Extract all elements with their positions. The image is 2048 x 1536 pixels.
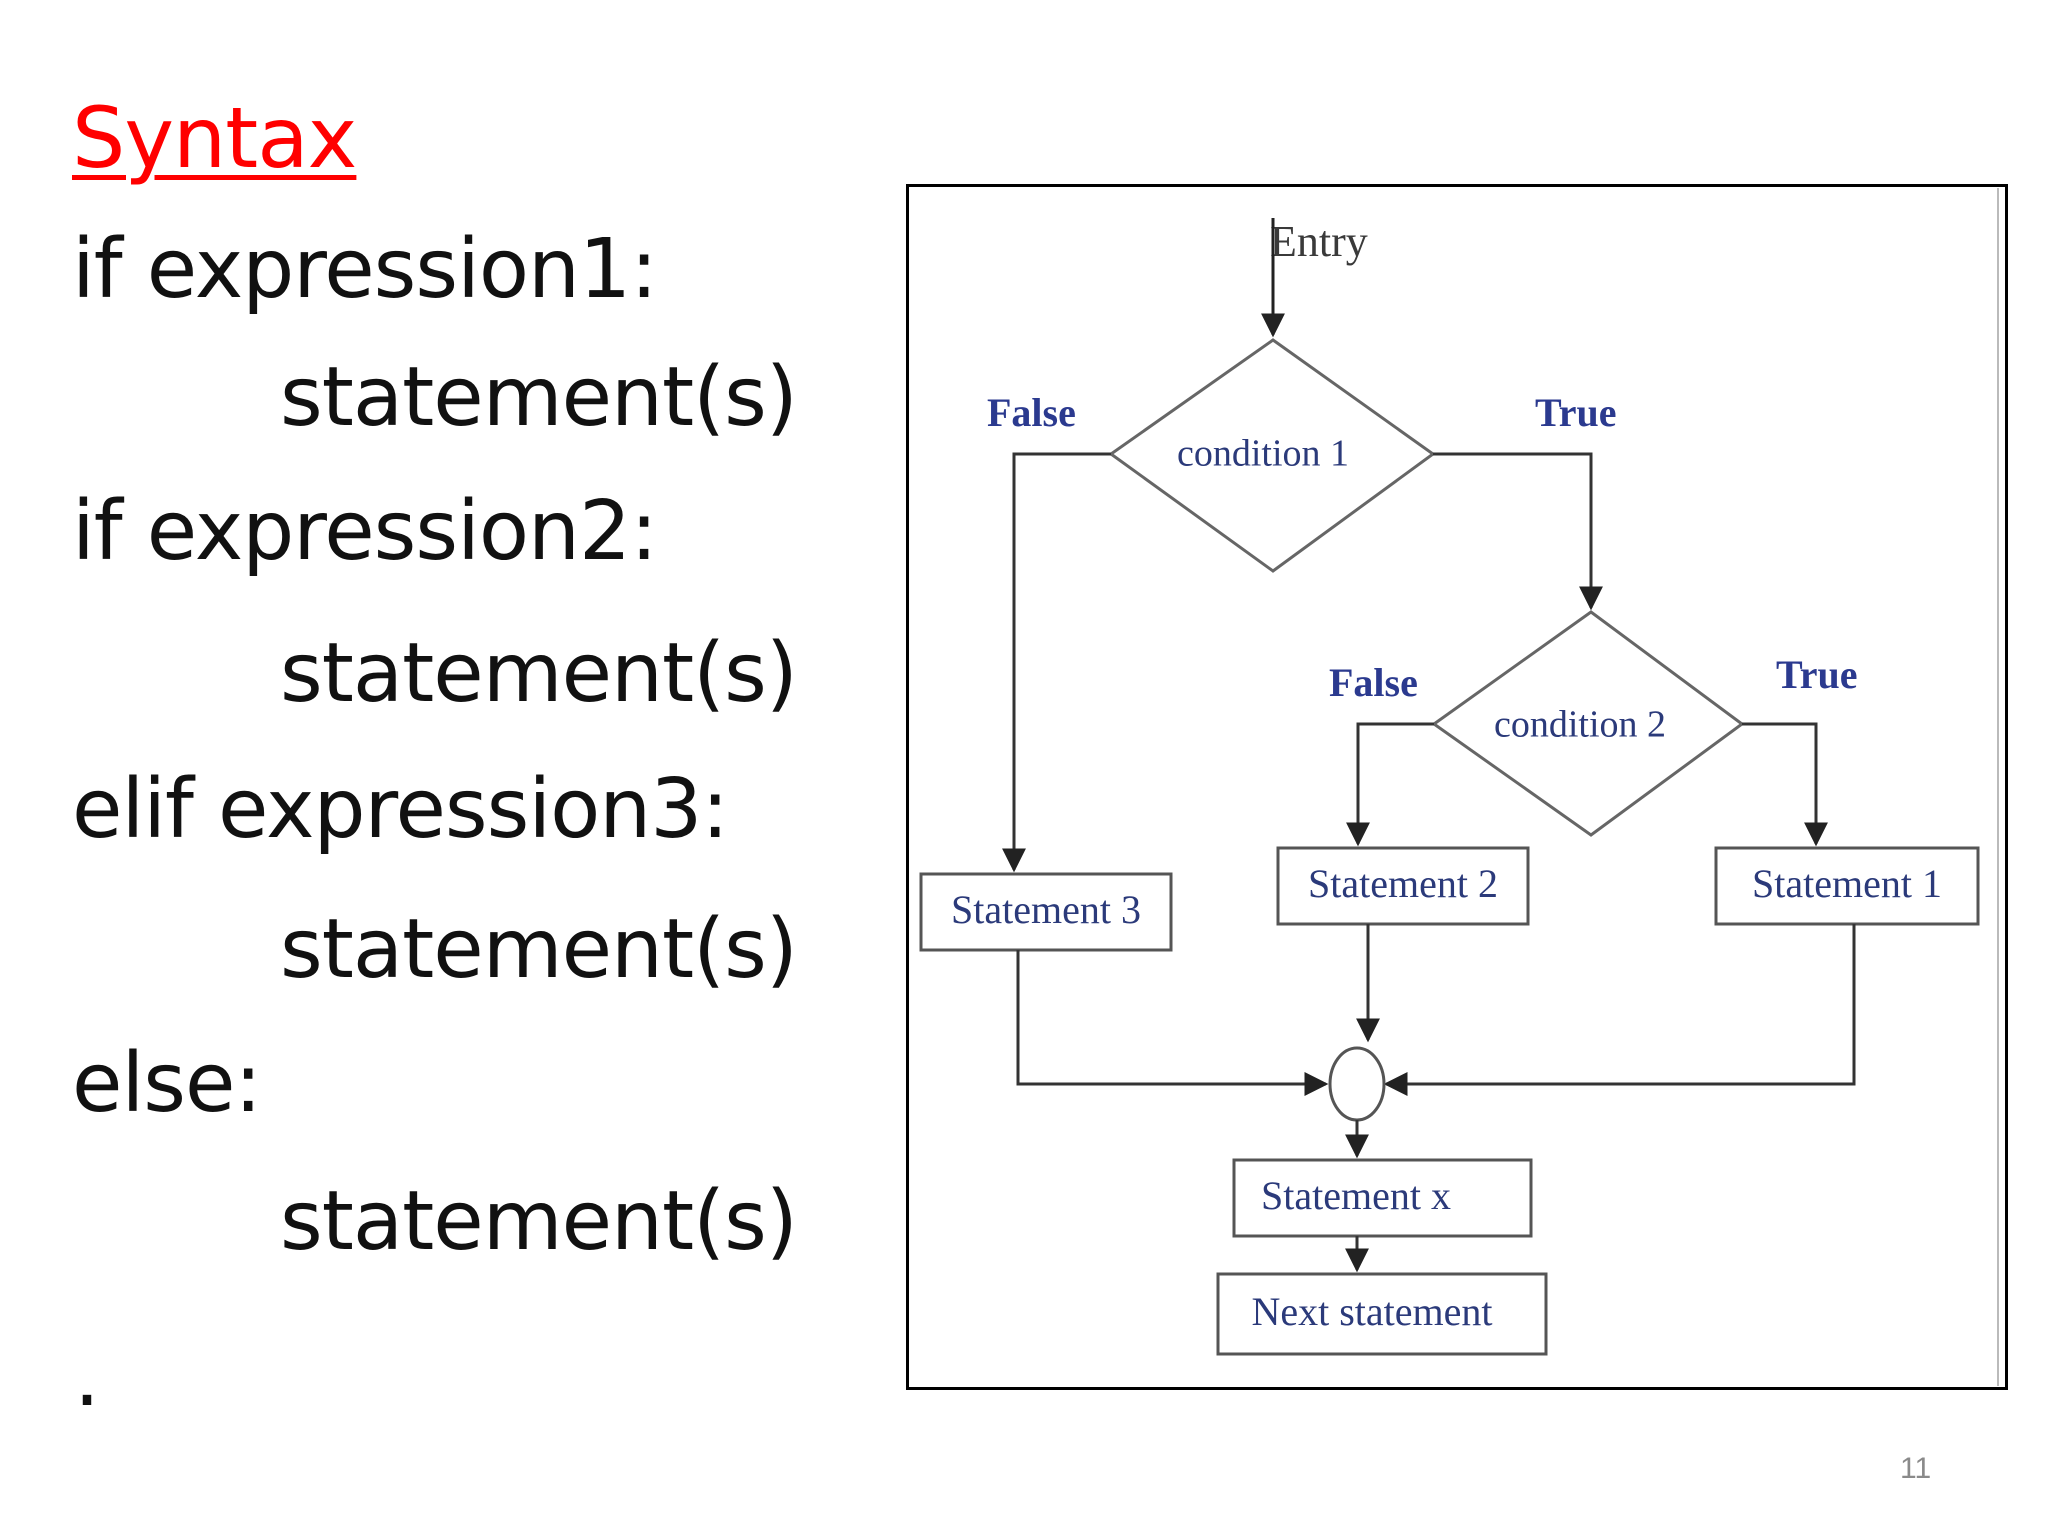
statement-1-text: Statement 1 <box>1752 861 1942 906</box>
page-number: 11 <box>1900 1452 1932 1485</box>
condition-1-diamond <box>1108 338 1436 573</box>
statement-1-box <box>1714 846 1980 926</box>
true-label-2: True <box>1776 652 1857 697</box>
code-line-else: else: <box>72 1036 262 1131</box>
statement-3-to-junction <box>1016 950 1329 1096</box>
junction-circle <box>1328 1046 1386 1122</box>
statement-x-text: Statement x <box>1261 1173 1451 1218</box>
condition-1-text: condition 1 <box>1177 433 1349 475</box>
code-line-if-1: if expression1: <box>72 222 658 317</box>
condition-2-diamond <box>1431 610 1745 837</box>
next-statement-text: Next statement <box>1251 1289 1492 1334</box>
statement-1-to-junction <box>1383 924 1856 1096</box>
true-path-2 <box>1742 722 1828 847</box>
statement-3-text: Statement 3 <box>951 887 1141 932</box>
code-line-elif: elif expression3: <box>72 762 729 857</box>
false-label-2: False <box>1329 660 1418 705</box>
code-line-statement-2: statement(s) <box>280 626 798 721</box>
condition-2-text: condition 2 <box>1494 704 1666 746</box>
statement-x-box <box>1232 1158 1533 1238</box>
statement-3-box <box>919 872 1173 952</box>
false-path-1 <box>1002 452 1111 873</box>
flowchart-diagram: Entry condition 1 False True condition 2… <box>906 184 2008 1390</box>
code-line-if-2: if expression2: <box>72 484 658 579</box>
code-line-statement-3: statement(s) <box>280 902 798 997</box>
statement-2-box <box>1276 846 1530 926</box>
false-label-1: False <box>987 390 1076 435</box>
true-path-1 <box>1433 452 1603 611</box>
false-path-2 <box>1346 722 1434 847</box>
statement-2-text: Statement 2 <box>1308 861 1498 906</box>
true-label-1: True <box>1535 390 1616 435</box>
code-line-statement-4: statement(s) <box>280 1174 798 1269</box>
entry-label: Entry <box>1270 217 1368 266</box>
next-statement-box <box>1216 1272 1548 1356</box>
slide-heading: Syntax <box>72 89 357 187</box>
trailing-dot: . <box>74 1330 101 1425</box>
code-line-statement-1: statement(s) <box>280 350 798 445</box>
